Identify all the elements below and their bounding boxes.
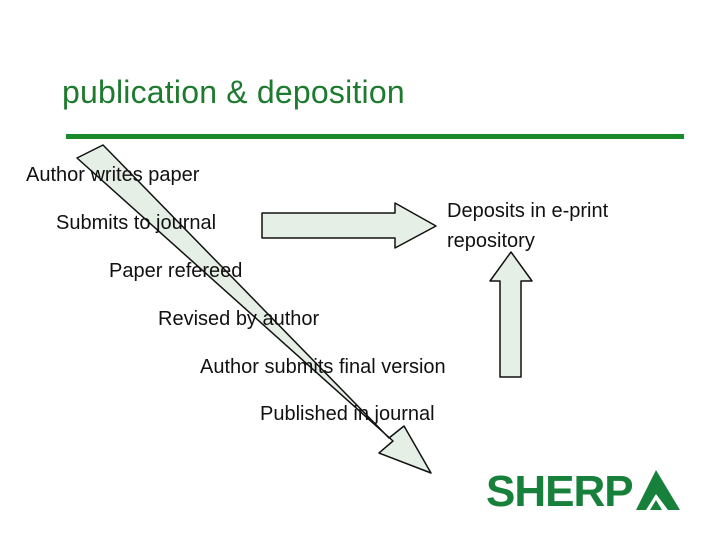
step-revised: Revised by author [158,308,320,330]
deposit-note-line-1: Deposits in e-print [447,200,609,222]
step-refereed: Paper refereed [109,260,243,282]
logo-mountain-icon [636,470,680,510]
step-published: Published in journal [260,403,435,425]
title-rule [66,134,684,139]
deposit-arrow [261,202,437,249]
slide-title: publication & deposition [62,74,405,110]
diagonal-process-arrow [76,144,432,474]
deposit-note-line-2: repository [447,230,535,252]
step-final-version: Author submits final version [200,356,446,378]
logo-text: SHERP [486,467,634,516]
deposit-note: Deposits in e-print repository [447,196,608,256]
step-submits: Submits to journal [56,212,217,234]
up-arrow [489,251,533,378]
sherpa-logo: SHERP [486,466,682,518]
step-author-writes: Author writes paper [26,164,200,186]
